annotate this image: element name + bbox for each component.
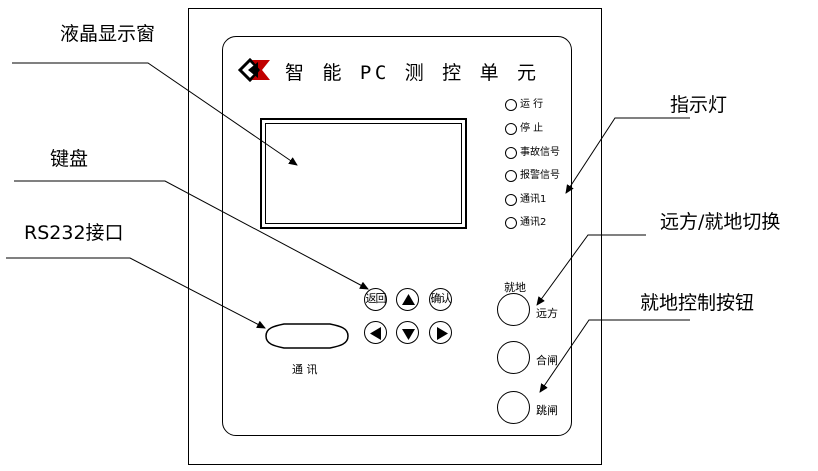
indicator-stop: 停 止 — [505, 121, 635, 137]
led-icon — [505, 99, 517, 111]
indicator-comm1: 通讯1 — [505, 192, 635, 208]
left-key[interactable] — [364, 321, 387, 344]
close-button[interactable] — [497, 341, 530, 374]
arrow-right-icon — [437, 327, 448, 340]
indicator-label: 事故信号 — [520, 147, 560, 158]
buttons-leader — [539, 319, 690, 393]
trip-button[interactable] — [497, 391, 530, 424]
indicator-comm2: 通讯2 — [505, 215, 635, 231]
keyboard-leader — [14, 180, 369, 290]
led-icon — [505, 194, 517, 206]
port-label: 通 讯 — [292, 363, 318, 376]
return-key[interactable]: 返回 — [364, 288, 387, 311]
indicator-leader — [565, 117, 690, 194]
rs232-callout: RS232接口 — [24, 222, 124, 244]
led-icon — [505, 170, 517, 182]
switch-leader — [536, 234, 646, 306]
arrow-left-icon — [370, 327, 381, 340]
indicator-fault: 事故信号 — [505, 145, 635, 161]
lcd-screen — [265, 123, 462, 224]
indicator-callout: 指示灯 — [670, 94, 728, 116]
lcd-leader — [12, 62, 298, 166]
indicator-label: 报警信号 — [520, 170, 560, 181]
arrow-down-icon — [402, 329, 415, 340]
local-label: 就地 — [504, 281, 526, 294]
arrow-up-icon — [402, 294, 415, 305]
diamond-logo-icon — [238, 58, 270, 82]
rs232-port — [265, 323, 349, 349]
buttons-callout: 就地控制按钮 — [640, 292, 755, 314]
remote-local-switch[interactable] — [497, 293, 530, 326]
lcd-display — [260, 118, 467, 229]
rs232-leader — [6, 257, 266, 329]
led-icon — [505, 147, 517, 159]
indicator-label: 运 行 — [520, 99, 544, 110]
indicator-run: 运 行 — [505, 97, 635, 113]
lcd-callout: 液晶显示窗 — [60, 23, 156, 45]
led-icon — [505, 217, 517, 229]
confirm-key[interactable]: 确认 — [429, 288, 452, 311]
device-title: 智 能 PC 测 控 单 元 — [285, 62, 540, 84]
up-key[interactable] — [396, 288, 419, 311]
trip-label: 跳闸 — [536, 404, 558, 417]
indicator-alarm: 报警信号 — [505, 168, 635, 184]
led-icon — [505, 123, 517, 135]
down-key[interactable] — [396, 321, 419, 344]
front-panel — [222, 36, 572, 436]
indicator-label: 通讯2 — [520, 217, 547, 228]
right-key[interactable] — [429, 321, 452, 344]
close-label: 合闸 — [536, 354, 558, 367]
indicator-label: 通讯1 — [520, 194, 547, 205]
device-frame — [188, 8, 602, 465]
indicator-label: 停 止 — [520, 123, 544, 134]
switch-callout: 远方/就地切换 — [660, 211, 781, 233]
keyboard-callout: 键盘 — [50, 148, 89, 170]
remote-label: 远方 — [536, 307, 558, 320]
